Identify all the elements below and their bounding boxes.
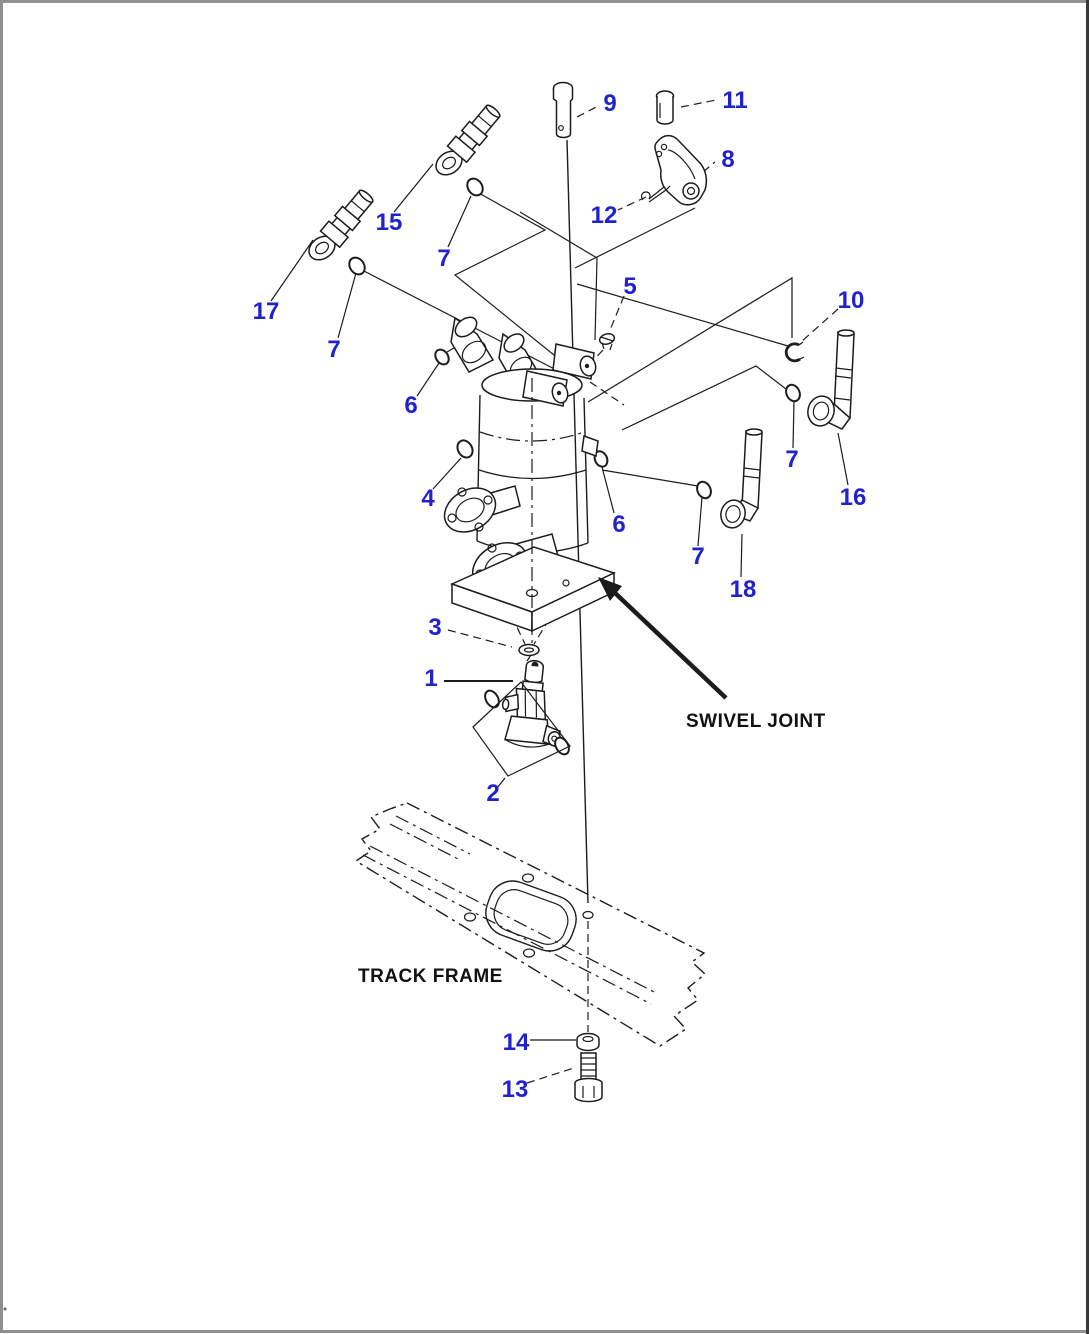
snap-ring-part-10 — [784, 341, 805, 363]
washer-part-14 — [576, 1032, 600, 1052]
callout-5: 5 — [623, 273, 636, 300]
valve-group-bracket-2 — [472, 681, 571, 777]
callout-7b: 7 — [327, 336, 340, 363]
callout-8: 8 — [721, 146, 734, 173]
callout-6b: 6 — [612, 511, 625, 538]
o-ring-part-2 — [484, 689, 570, 756]
callout-4: 4 — [421, 485, 435, 512]
cotter-pin-part-12 — [640, 185, 671, 203]
callout-11: 11 — [722, 87, 747, 114]
hose-fitting-part-15 — [435, 104, 501, 176]
callout-6a: 6 — [404, 392, 417, 419]
track-frame-label: TRACK FRAME — [358, 966, 503, 987]
callout-9: 9 — [603, 90, 616, 117]
swivel-joint-arrow — [598, 577, 728, 700]
callout-3: 3 — [428, 614, 441, 641]
callout-7d: 7 — [691, 543, 704, 570]
valve-part-1 — [501, 659, 562, 748]
o-ring-part-7 — [348, 177, 801, 500]
callout-12: 12 — [591, 202, 618, 229]
lever-part-8 — [654, 134, 708, 206]
callout-13: 13 — [502, 1076, 529, 1103]
callout-18: 18 — [730, 576, 757, 603]
callout-7c: 7 — [785, 446, 798, 473]
callout-14: 14 — [503, 1029, 530, 1056]
callout-7a: 7 — [437, 245, 450, 272]
callout-17: 17 — [253, 298, 280, 325]
callout-1: 1 — [424, 665, 437, 692]
assembly-centerline — [566, 139, 594, 1032]
swivel-joint-label: SWIVEL JOINT — [686, 711, 826, 732]
track-frame-plate — [354, 802, 707, 1047]
o-ring-part-6 — [434, 348, 609, 468]
pin-part-9 — [552, 81, 574, 139]
pin-part-11 — [655, 90, 675, 125]
elbow-pipe-part-16 — [807, 329, 855, 430]
plug-part-5 — [598, 333, 616, 351]
callout-2: 2 — [486, 780, 499, 807]
swivel-joint-body — [443, 316, 617, 648]
bolt-part-13 — [574, 1052, 603, 1103]
callout-15: 15 — [376, 209, 403, 236]
hose-fitting-part-17 — [308, 189, 374, 261]
callout-16: 16 — [840, 484, 867, 511]
callout-10: 10 — [838, 287, 865, 314]
routing-lines — [361, 191, 793, 487]
elbow-pipe-part-18 — [720, 428, 763, 529]
o-ring-part-4 — [456, 439, 474, 459]
seal-washer-part-3 — [518, 643, 540, 657]
